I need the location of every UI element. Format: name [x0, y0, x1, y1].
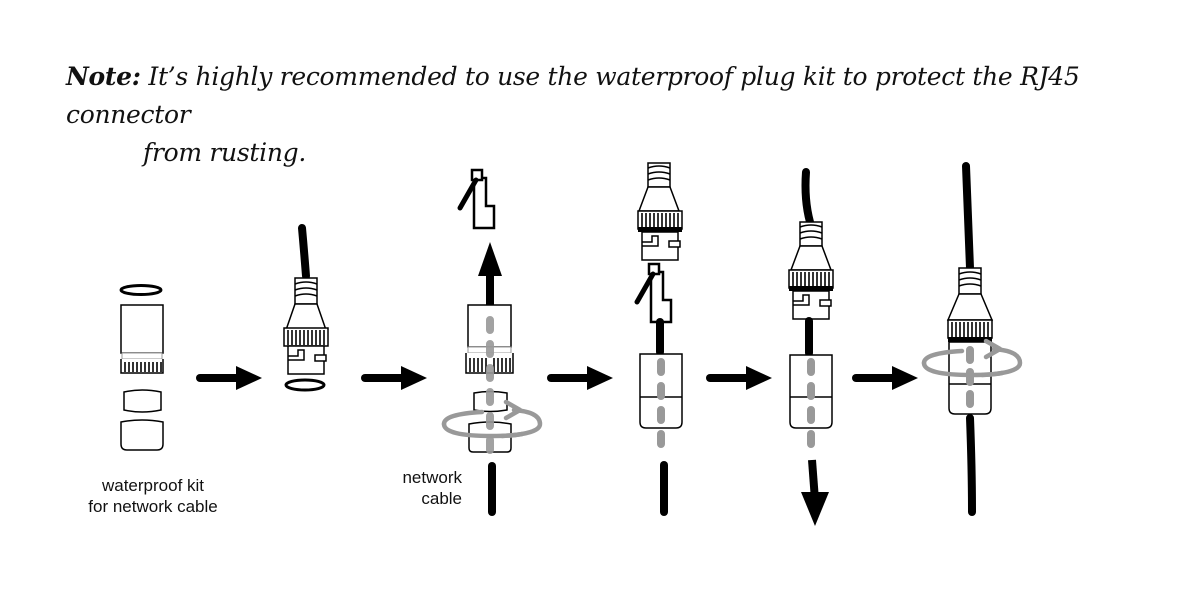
note-label: Note: [66, 62, 141, 91]
rj45-plug-icon [637, 264, 671, 322]
network-cable-icon [966, 414, 976, 516]
nut-icon [120, 304, 164, 354]
step-1-kit-parts [119, 284, 164, 451]
note-line-1: It’s highly recommended to use the water… [66, 62, 1080, 129]
caption-kit-line-2: for network cable [88, 497, 218, 516]
step-2-socket [283, 224, 329, 392]
seal-icon [123, 389, 162, 413]
sealing-ring-icon [284, 378, 326, 392]
next-arrow-icon [547, 366, 613, 390]
caption-cable-line-1: network [402, 468, 462, 487]
caption-kit-line-1: waterproof kit [101, 476, 205, 495]
camera-cable-icon [298, 224, 310, 280]
next-arrow-icon [361, 366, 427, 390]
socket-icon [641, 231, 681, 261]
step-3-thread-cable [444, 170, 540, 516]
end-cap-icon [120, 419, 164, 451]
step-5-insert-plug [788, 168, 834, 526]
step-4-crimp-plug [637, 162, 683, 516]
note-line-2: from rusting. [143, 138, 306, 167]
nut-knurl-icon [120, 352, 164, 374]
caption-network-cable: network cable [372, 467, 462, 509]
sealing-ring-icon [119, 284, 163, 296]
next-arrow-icon [706, 366, 772, 390]
step-arrows [196, 366, 918, 390]
caption-waterproof-kit: waterproof kit for network cable [78, 475, 228, 517]
note-text: Note: It’s highly recommended to use the… [66, 58, 1176, 172]
socket-icon [287, 345, 327, 375]
caption-cable-line-2: cable [421, 489, 462, 508]
next-arrow-icon [196, 366, 262, 390]
socket-icon [792, 290, 832, 320]
next-arrow-icon [852, 366, 918, 390]
rj45-plug-icon [460, 170, 494, 228]
step-6-tighten [924, 162, 1020, 516]
